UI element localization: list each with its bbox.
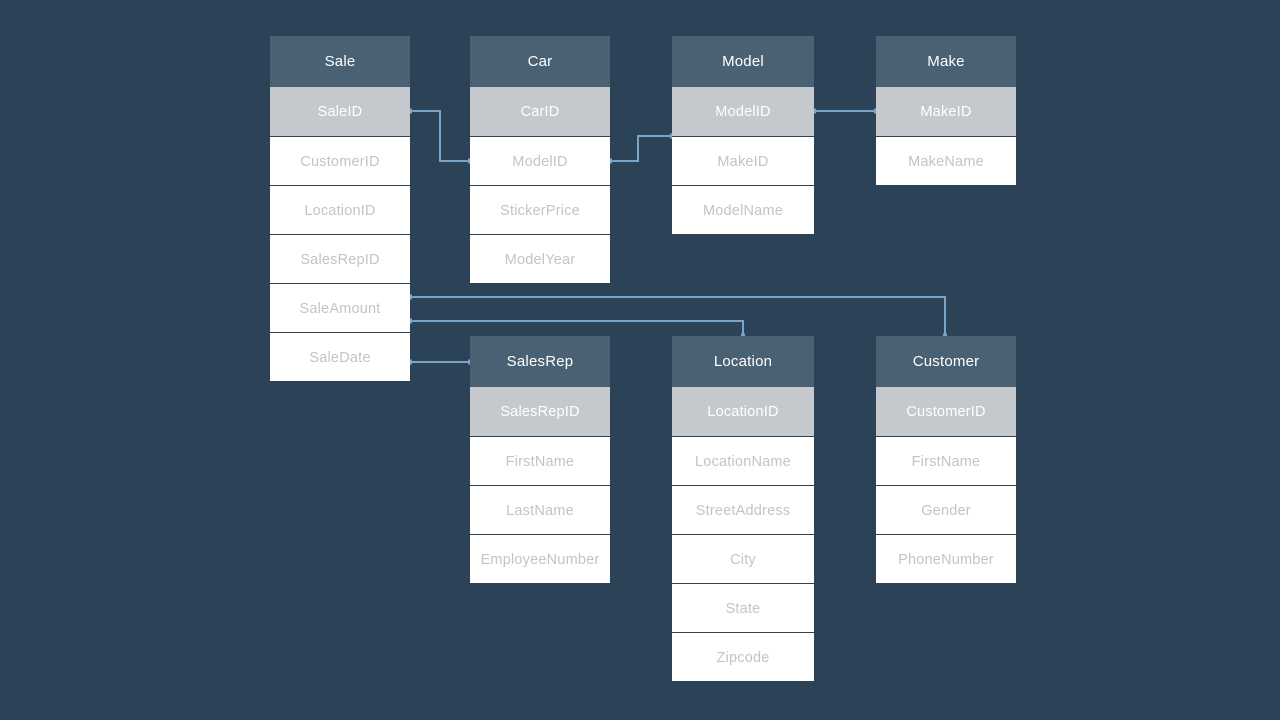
er-column[interactable]: FirstName (470, 436, 610, 486)
er-table-title: Make (876, 36, 1016, 87)
er-column[interactable]: State (672, 583, 814, 633)
er-column[interactable]: SalesRepID (270, 234, 410, 284)
er-column[interactable]: MakeID (672, 136, 814, 186)
relationship-line-car-model (610, 135, 672, 162)
er-column[interactable]: ModelName (672, 185, 814, 235)
er-column[interactable]: FirstName (876, 436, 1016, 486)
er-column[interactable]: LastName (470, 485, 610, 535)
er-column[interactable]: StreetAddress (672, 485, 814, 535)
er-column[interactable]: ModelYear (470, 234, 610, 284)
er-column[interactable]: PhoneNumber (876, 534, 1016, 584)
er-column[interactable]: EmployeeNumber (470, 534, 610, 584)
er-column[interactable]: StickerPrice (470, 185, 610, 235)
er-table-title: Location (672, 336, 814, 387)
er-column[interactable]: CustomerID (270, 136, 410, 186)
er-column-primary-key[interactable]: LocationID (672, 387, 814, 437)
relationship-line-car-sale (410, 110, 470, 162)
er-column[interactable]: LocationName (672, 436, 814, 486)
er-column[interactable]: Gender (876, 485, 1016, 535)
er-column-primary-key[interactable]: CustomerID (876, 387, 1016, 437)
relationship-line-sale-location (410, 320, 744, 336)
er-column[interactable]: LocationID (270, 185, 410, 235)
er-column[interactable]: ModelID (470, 136, 610, 186)
er-column[interactable]: SaleDate (270, 332, 410, 382)
er-column[interactable]: City (672, 534, 814, 584)
er-column[interactable]: Zipcode (672, 632, 814, 682)
er-column-primary-key[interactable]: SaleID (270, 87, 410, 137)
er-column-primary-key[interactable]: ModelID (672, 87, 814, 137)
er-table-title: Sale (270, 36, 410, 87)
er-column[interactable]: SaleAmount (270, 283, 410, 333)
er-column[interactable]: MakeName (876, 136, 1016, 186)
er-column-primary-key[interactable]: CarID (470, 87, 610, 137)
er-table-title: SalesRep (470, 336, 610, 387)
relationship-line-sale-customer (410, 296, 946, 336)
er-table-title: Car (470, 36, 610, 87)
er-column-primary-key[interactable]: MakeID (876, 87, 1016, 137)
er-table-title: Customer (876, 336, 1016, 387)
er-column-primary-key[interactable]: SalesRepID (470, 387, 610, 437)
er-table-title: Model (672, 36, 814, 87)
